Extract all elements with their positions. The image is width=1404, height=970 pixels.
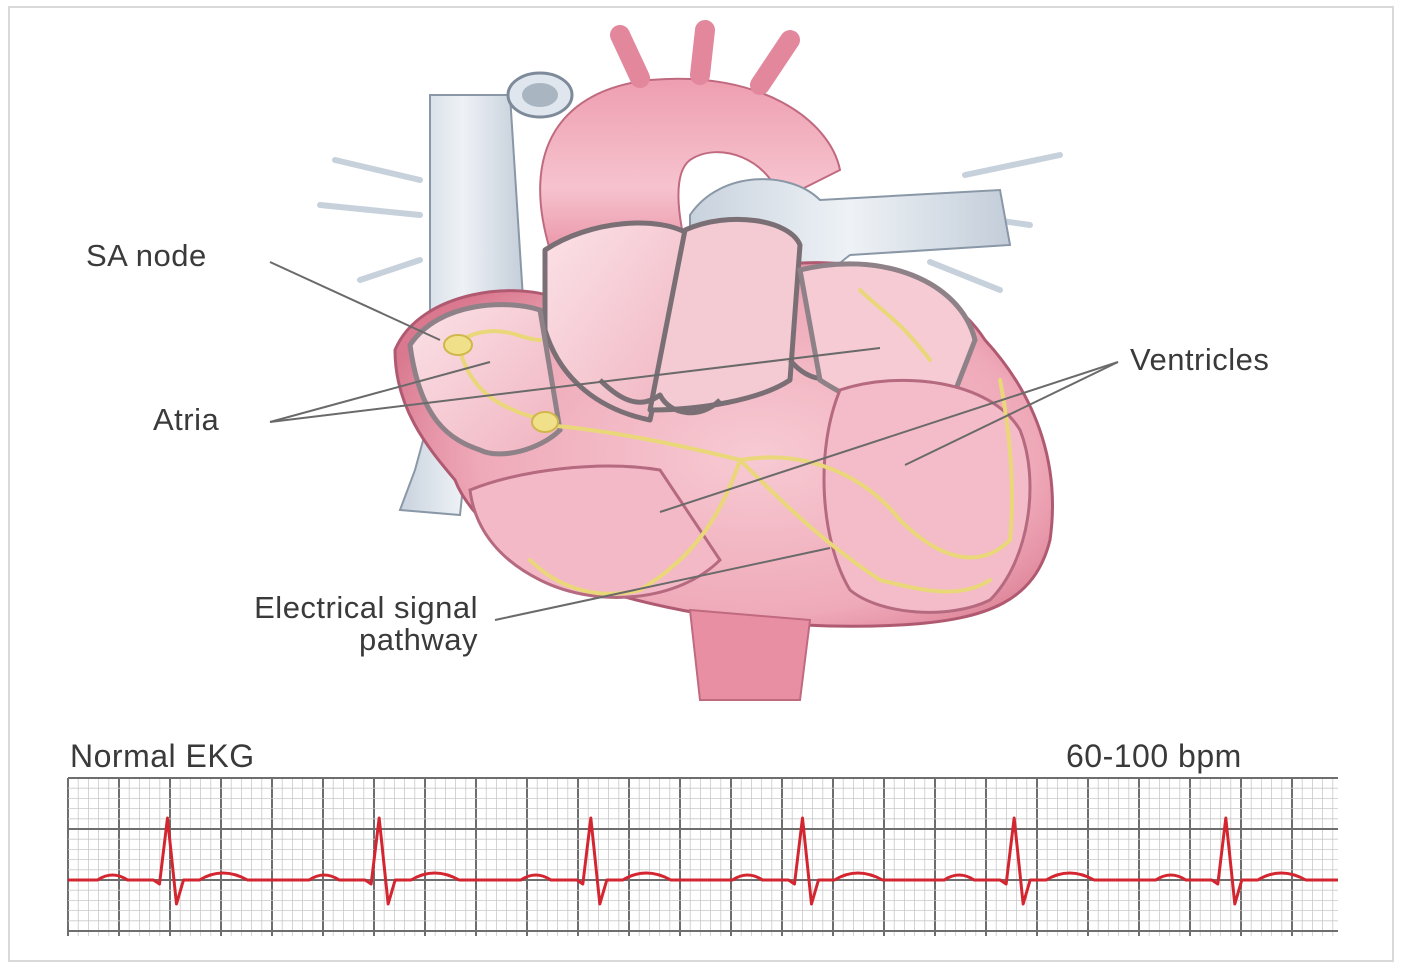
image-frame — [8, 6, 1394, 962]
label-pointer-lines — [269, 261, 1119, 621]
conduction-pathway — [458, 288, 1014, 596]
av-node-marker — [531, 411, 559, 433]
ekg-trace — [68, 816, 1338, 906]
label-ventricles: Ventricles — [1130, 342, 1270, 377]
ekg-grid — [67, 777, 1338, 936]
label-atria: Atria — [153, 402, 220, 437]
aorta — [539, 77, 842, 262]
ekg-rate: 60-100 bpm — [1066, 738, 1242, 774]
label-pathway-line1: Electrical signal — [254, 590, 478, 625]
ekg-title: Normal EKG — [70, 738, 255, 774]
label-sa-node: SA node — [86, 238, 207, 273]
sa-node-marker — [443, 334, 473, 356]
left-ventricle — [822, 378, 1032, 614]
label-pathway-line2: pathway — [359, 622, 478, 657]
